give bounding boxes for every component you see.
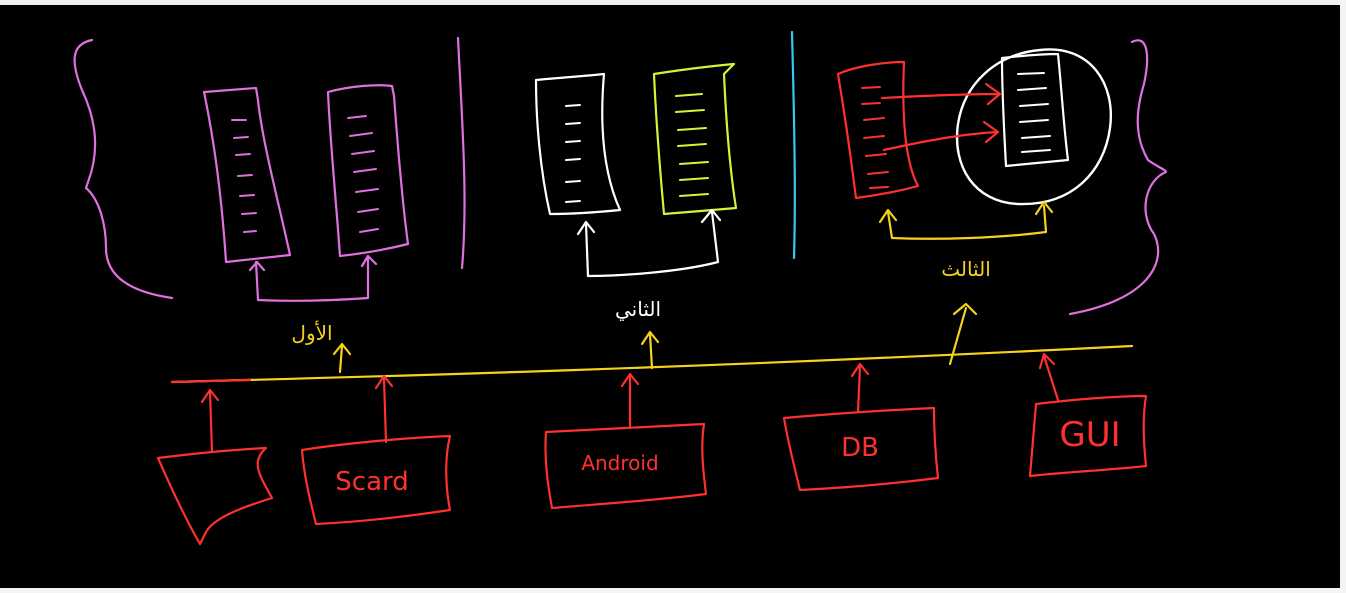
module-label-db: DB: [841, 433, 879, 463]
red-arrow-2: [882, 120, 1000, 152]
module-arrow-3: [620, 372, 640, 428]
module-label-scard: Scard: [335, 467, 408, 497]
module-label-gui: GUI: [1059, 415, 1120, 455]
pink-table-right-rows: [347, 115, 379, 233]
red-arrow-1: [880, 82, 1002, 106]
board-background: [0, 5, 1340, 588]
pink-divider: [456, 36, 466, 270]
lime-table-rows: [675, 93, 709, 197]
module-arrow-5: [1038, 352, 1060, 402]
module-box-5: [1028, 394, 1148, 478]
section-label-2: الثاني: [615, 297, 661, 322]
window-frame-top: [0, 0, 1346, 5]
pink-table-right: [326, 84, 410, 258]
bus-start-red: [170, 378, 252, 384]
white-group: [534, 62, 738, 278]
yellow-link-arrow: [878, 200, 1054, 240]
circle-table: [1000, 52, 1070, 168]
module-box-3: [544, 422, 708, 510]
white-table: [534, 72, 622, 216]
window-frame-bottom: [0, 588, 1346, 593]
pink-table-left: [202, 86, 292, 264]
module-box-1: [156, 446, 274, 546]
white-link-arrow: [576, 208, 722, 278]
lime-table: [652, 62, 738, 216]
white-table-rows: [565, 104, 581, 203]
red-table: [836, 60, 920, 200]
module-label-android: Android: [581, 451, 658, 475]
module-box-4: [782, 406, 940, 492]
integration-bus-line: [170, 344, 1134, 384]
module-arrow-2: [374, 374, 394, 444]
left-curly-brace: [73, 38, 174, 300]
module-arrow-4: [850, 362, 870, 414]
right-curly-brace: [1068, 39, 1168, 316]
module-arrow-1: [200, 388, 220, 454]
circle-table-rows: [1017, 72, 1051, 153]
pink-table-left-rows: [231, 119, 257, 233]
pink-group: [73, 36, 1168, 316]
cyan-divider: [790, 30, 796, 260]
section-label-1: الأول: [291, 321, 332, 345]
window-frame-right: [1340, 0, 1346, 593]
red-group: [836, 48, 1113, 240]
pink-link-arrow: [248, 254, 378, 302]
white-circle: [955, 48, 1113, 206]
module-box-2: [300, 434, 452, 526]
section-label-3: الثالث: [941, 257, 991, 281]
module-labels: Scard Android DB GUI: [335, 415, 1120, 497]
modules: [156, 352, 1148, 546]
section-labels: الأول الثاني الثالث: [291, 257, 990, 345]
bus-arrow-2: [640, 330, 660, 370]
bus-arrow-1: [332, 342, 352, 374]
red-table-rows: [861, 86, 889, 189]
